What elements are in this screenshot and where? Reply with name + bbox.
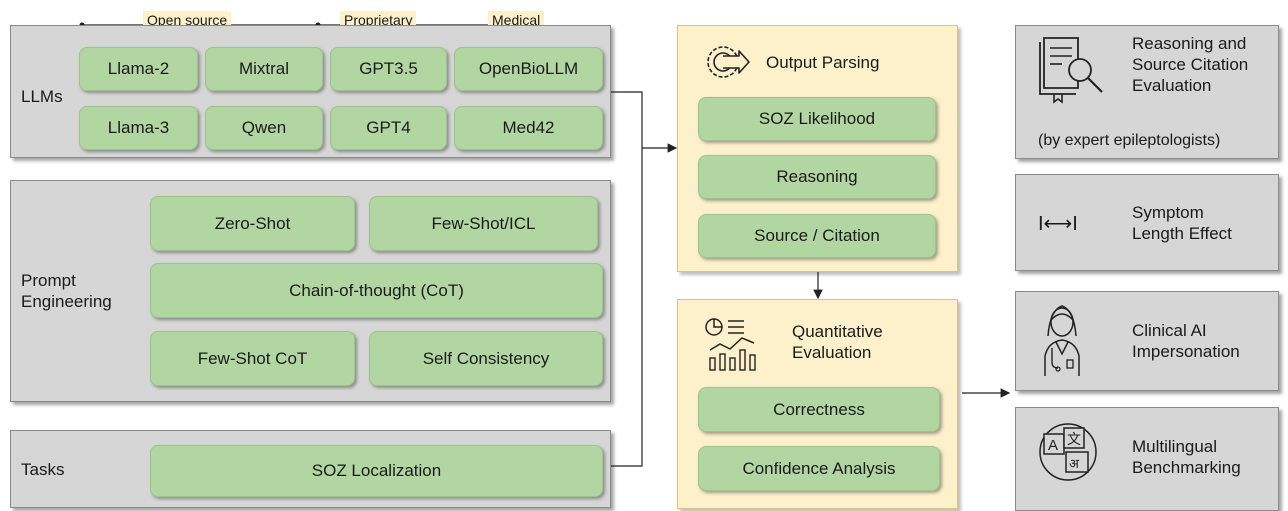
eval-confidence-analysis[interactable]: Confidence Analysis	[698, 446, 940, 491]
analysis-title-impersonation: Clinical AI Impersonation	[1132, 321, 1240, 361]
method-chain-of-thought[interactable]: Chain-of-thought (CoT)	[150, 263, 603, 318]
output-parsing-title: Output Parsing	[766, 53, 880, 72]
quantitative-evaluation-title: Quantitative Evaluation	[792, 322, 883, 362]
model-mixtral[interactable]: Mixtral	[205, 47, 323, 91]
model-llama-3[interactable]: Llama-3	[79, 106, 198, 150]
svg-text:文: 文	[1067, 432, 1081, 448]
model-llama-2[interactable]: Llama-2	[79, 47, 198, 91]
output-soz-likelihood[interactable]: SOZ Likelihood	[698, 97, 936, 141]
analysis-panel-symptom-length	[1015, 174, 1279, 271]
eval-correctness[interactable]: Correctness	[698, 387, 940, 432]
prompt-engineering-label: Prompt Engineering	[21, 271, 112, 311]
tasks-label: Tasks	[21, 460, 65, 479]
llms-label: LLMs	[21, 87, 63, 106]
doctor-icon	[1044, 305, 1080, 376]
analysis-title-multilingual: Multilingual Benchmarking	[1132, 437, 1241, 477]
method-zero-shot[interactable]: Zero-Shot	[150, 196, 355, 251]
output-reasoning[interactable]: Reasoning	[698, 155, 936, 199]
svg-text:अ: अ	[1069, 457, 1080, 472]
method-few-shot-cot[interactable]: Few-Shot CoT	[150, 331, 355, 386]
model-openbiollm[interactable]: OpenBioLLM	[454, 47, 603, 91]
model-gpt4[interactable]: GPT4	[330, 106, 447, 150]
svg-text:A: A	[1048, 437, 1058, 454]
model-gpt35[interactable]: GPT3.5	[330, 47, 447, 91]
translation-icon: A 文 अ	[1039, 423, 1097, 481]
analysis-title-symptom-length: Symptom Length Effect	[1132, 203, 1232, 243]
method-few-shot-icl[interactable]: Few-Shot/ICL	[369, 196, 598, 251]
output-parsing-icon	[707, 46, 750, 78]
model-qwen[interactable]: Qwen	[205, 106, 323, 150]
output-source-citation[interactable]: Source / Citation	[698, 214, 936, 258]
analytics-chart-icon	[705, 318, 756, 371]
book-magnifier-icon	[1039, 37, 1103, 104]
model-med42[interactable]: Med42	[454, 106, 603, 150]
analysis-title-reasoning: Reasoning and Source Citation Evaluation	[1132, 34, 1249, 95]
task-soz-localization[interactable]: SOZ Localization	[150, 445, 603, 497]
analysis-note-reasoning: (by expert epileptologists)	[1038, 132, 1221, 149]
analysis-panel-multilingual	[1015, 407, 1279, 511]
double-arrow-icon: I⟷I	[1038, 213, 1078, 235]
method-self-consistency[interactable]: Self Consistency	[369, 331, 603, 386]
